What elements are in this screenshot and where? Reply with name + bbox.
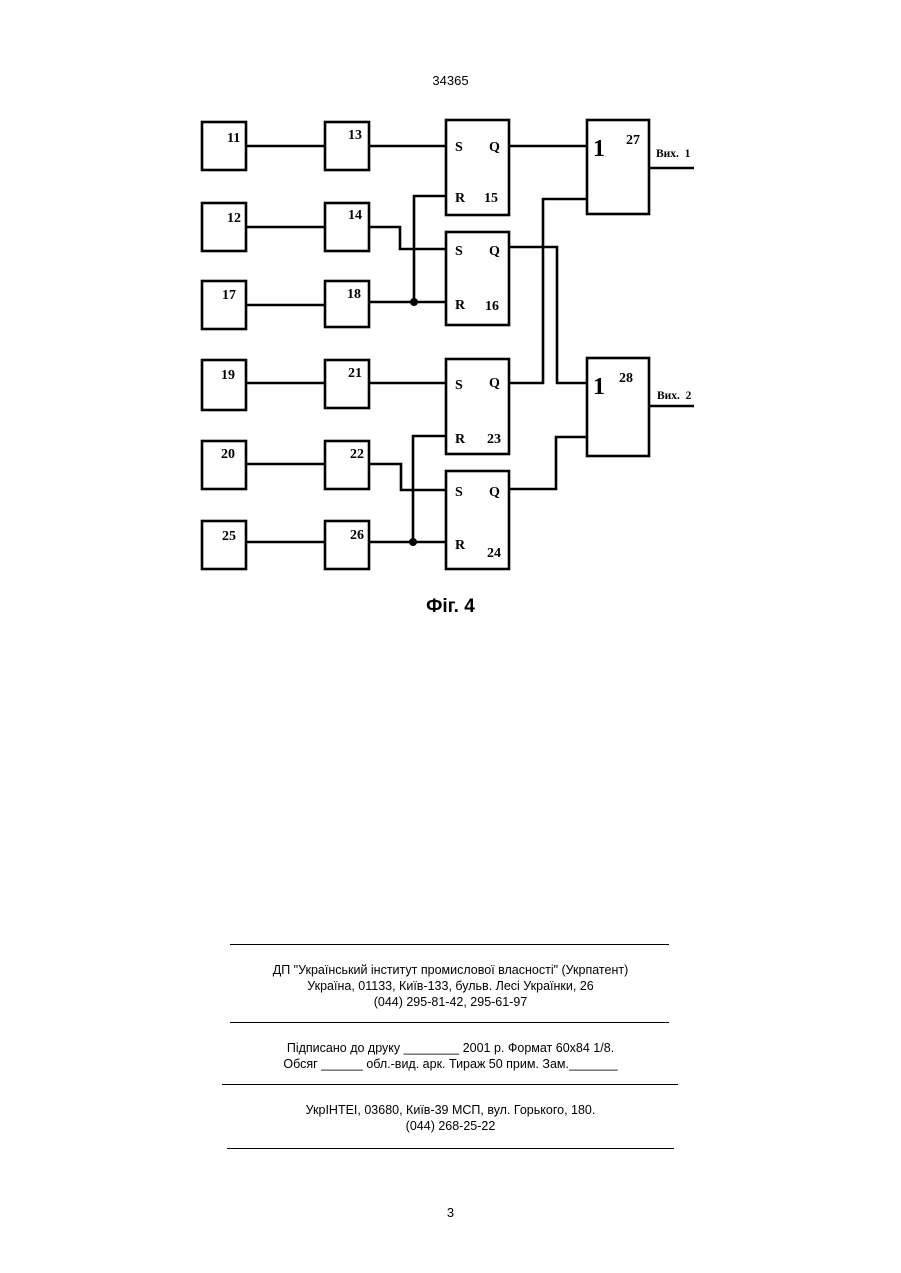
trigger-23-q: Q [489, 376, 500, 391]
block-label-12: 12 [227, 211, 241, 226]
block-label-19: 19 [221, 368, 235, 383]
divider [227, 1148, 674, 1149]
block-13 [325, 122, 369, 170]
block-11 [202, 122, 246, 170]
trigger-24-number: 24 [487, 546, 501, 561]
output-label-1: Вих. 1 [656, 148, 691, 160]
gate-28-number: 28 [619, 371, 633, 386]
trigger-16-r: R [455, 298, 466, 313]
block-label-26: 26 [350, 528, 364, 543]
block-label-14: 14 [348, 208, 362, 223]
imprint-org-line3: (044) 295-81-42, 295-61-97 [0, 994, 901, 1010]
trigger-23-r: R [455, 432, 466, 447]
trigger-16-s: S [455, 244, 463, 259]
imprint-print-line1: Підписано до друку ________ 2001 р. Форм… [0, 1040, 901, 1056]
trigger-16-number: 16 [485, 299, 499, 314]
trigger-16-q: Q [489, 244, 500, 259]
block-label-17: 17 [222, 288, 236, 303]
block-label-13: 13 [348, 128, 362, 143]
block-14 [325, 203, 369, 251]
gate-27-symbol: 1 [593, 136, 605, 162]
block-label-21: 21 [348, 366, 362, 381]
output-label-2: Вих. 2 [657, 390, 692, 402]
block-label-11: 11 [227, 131, 240, 146]
block-label-25: 25 [222, 529, 236, 544]
gate-28 [587, 358, 649, 456]
block-label-18: 18 [347, 287, 361, 302]
block-21 [325, 360, 369, 408]
trigger-24-s: S [455, 485, 463, 500]
divider [230, 1022, 669, 1023]
trigger-23-number: 23 [487, 432, 501, 447]
trigger-24-r: R [455, 538, 466, 553]
divider [230, 944, 669, 945]
trigger-15-number: 15 [484, 191, 498, 206]
block-label-20: 20 [221, 447, 235, 462]
page-number: 3 [0, 1205, 901, 1220]
gate-28-symbol: 1 [593, 374, 605, 400]
trigger-15-r: R [455, 191, 466, 206]
gate-27-number: 27 [626, 133, 640, 148]
imprint-printer-line1: УкрІНТЕІ, 03680, Київ-39 МСП, вул. Горьк… [0, 1102, 901, 1118]
divider [222, 1084, 678, 1085]
imprint-org-line1: ДП "Український інститут промислової вла… [0, 962, 901, 978]
imprint-print-line2: Обсяг ______ обл.-вид. арк. Тираж 50 при… [0, 1056, 901, 1072]
trigger-15-q: Q [489, 140, 500, 155]
block-diagram: 11 12 17 19 20 25 13 14 18 21 22 26 S Q … [0, 0, 901, 640]
trigger-23-s: S [455, 378, 463, 393]
figure-caption: Фіг. 4 [0, 596, 901, 618]
trigger-24-q: Q [489, 485, 500, 500]
imprint-org-line2: Україна, 01133, Київ-133, бульв. Лесі Ук… [0, 978, 901, 994]
imprint-printer-line2: (044) 268-25-22 [0, 1118, 901, 1134]
trigger-15-s: S [455, 140, 463, 155]
block-label-22: 22 [350, 447, 364, 462]
